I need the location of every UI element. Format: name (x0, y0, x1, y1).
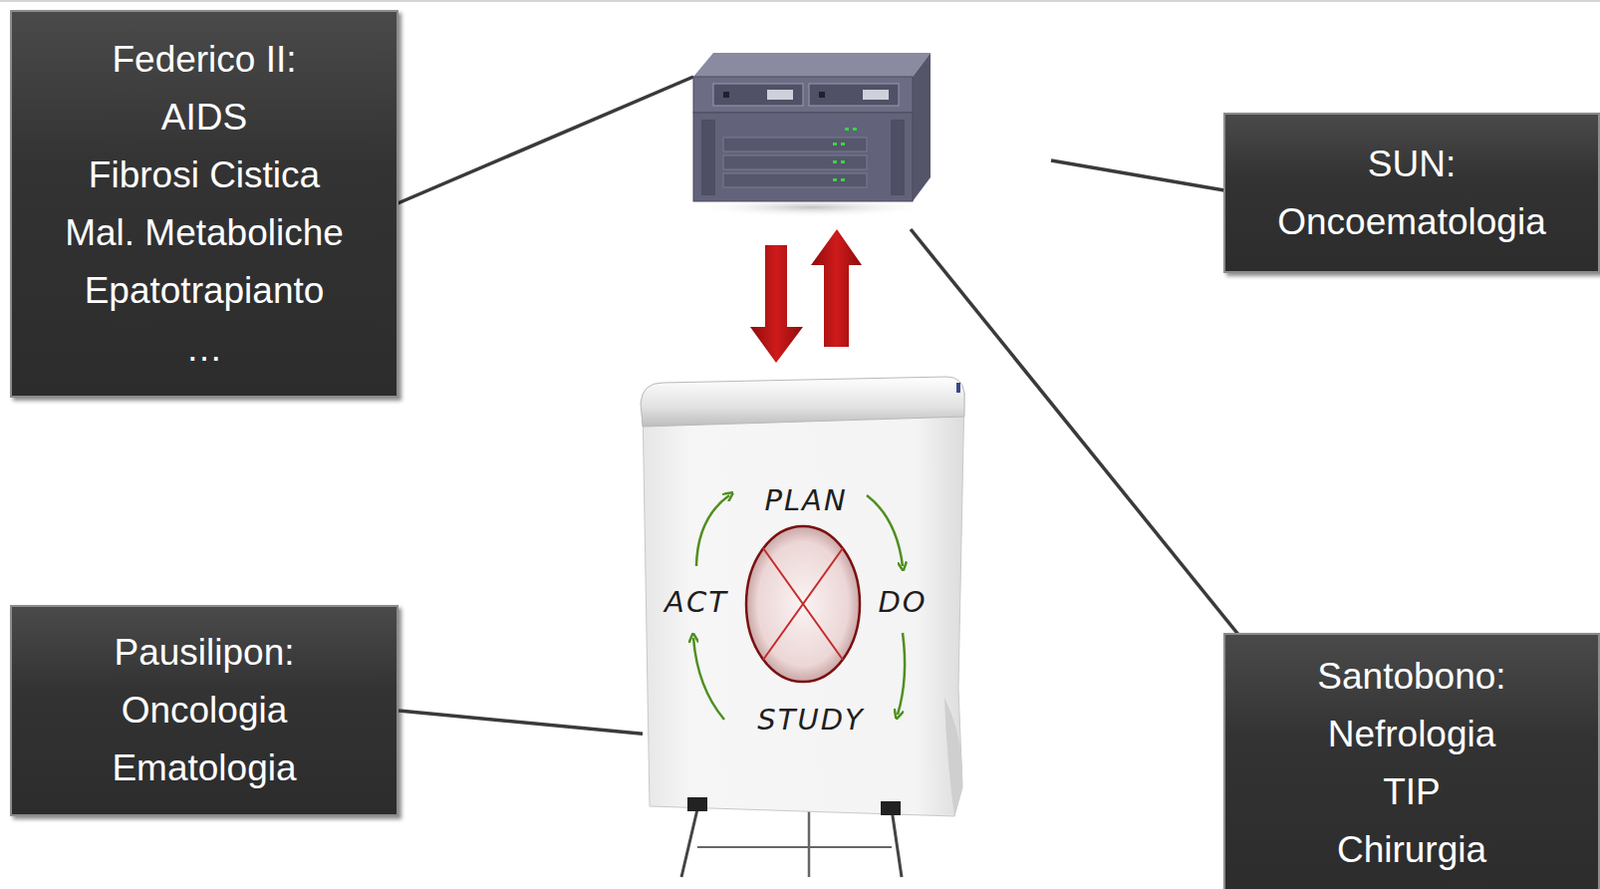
top-rule (0, 0, 1600, 2)
server-unit (693, 76, 913, 113)
flipchart-paper (642, 392, 965, 816)
hospital-name: Santobono: (1317, 647, 1506, 706)
cycle-arrow (696, 495, 730, 566)
department-name: Oncologia (121, 681, 288, 740)
cycle-step: DO (877, 584, 927, 619)
server-led (832, 178, 837, 182)
server-drive (723, 137, 867, 152)
server-vent (862, 89, 889, 100)
server-illustration (692, 52, 932, 218)
easel-leg (807, 808, 811, 877)
hospital-box: SUN:Oncoematologia (1223, 112, 1600, 273)
server-led (840, 142, 845, 146)
department-name: … (186, 319, 224, 378)
cycle-arrow (897, 632, 905, 715)
leader-line (1051, 160, 1225, 191)
flipchart-illustration (640, 376, 965, 877)
server-vent (767, 89, 794, 100)
easel-clamp (687, 797, 708, 811)
department-name: Ematologia (111, 739, 296, 798)
server-led (840, 178, 845, 182)
server-top (693, 52, 931, 77)
cycle-arrow (866, 495, 903, 566)
cycle-arrow (693, 637, 725, 720)
circle-cross (763, 547, 843, 660)
server-led (852, 127, 857, 131)
department-name: TIP (1382, 763, 1441, 821)
department-name: Nefrologia (1328, 705, 1497, 764)
server-drive (723, 155, 867, 170)
hospital-name: Federico II: (111, 30, 296, 89)
server-side (912, 52, 931, 202)
down-arrow (750, 245, 803, 363)
server-led (818, 91, 825, 98)
hospital-name: SUN: (1367, 135, 1456, 194)
page-curl (944, 697, 963, 816)
easel-clamp (880, 800, 901, 815)
department-name: AIDS (161, 88, 248, 147)
up-arrow (810, 229, 862, 347)
hospital-box: Pausilipon:OncologiaEmatologia (9, 604, 399, 816)
hospital-box: Federico II:AIDSFibrosi CisticaMal. Meta… (9, 9, 399, 398)
server-led (723, 91, 730, 98)
server-handle (701, 119, 716, 196)
easel-leg (681, 808, 698, 877)
server-led (844, 127, 849, 131)
server-drive (723, 173, 867, 188)
leader-line (395, 76, 694, 205)
hospital-box: Santobono:NefrologiaTIPChirurgia (1223, 632, 1600, 889)
cycle-step: STUDY (757, 702, 864, 737)
server-led (840, 160, 845, 164)
easel-brace (697, 845, 892, 848)
easel-leg (891, 808, 902, 877)
cycle-step: PLAN (764, 483, 847, 518)
cycle-step: ACT (664, 584, 729, 619)
server-bay (713, 83, 803, 106)
connector-line (398, 710, 643, 734)
department-name: Epatotrapianto (84, 262, 325, 320)
server-bay (808, 83, 899, 106)
leader-line (910, 229, 1291, 699)
flipchart-roll (640, 376, 965, 427)
circle-cross (763, 547, 843, 660)
roll-clip (956, 382, 961, 393)
pdsa-circle (746, 526, 860, 682)
server-led (832, 142, 837, 146)
server-handle (890, 119, 905, 196)
department-name: Mal. Metaboliche (64, 204, 344, 263)
department-name: Chirurgia (1336, 820, 1487, 879)
pdsa-flipchart: PLAN DO STUDY ACT (642, 382, 965, 816)
hospital-name: Pausilipon: (113, 623, 294, 682)
server-unit (693, 112, 913, 202)
department-name: Oncoematologia (1277, 193, 1546, 252)
server-led (832, 160, 837, 164)
department-name: Fibrosi Cistica (88, 146, 320, 205)
